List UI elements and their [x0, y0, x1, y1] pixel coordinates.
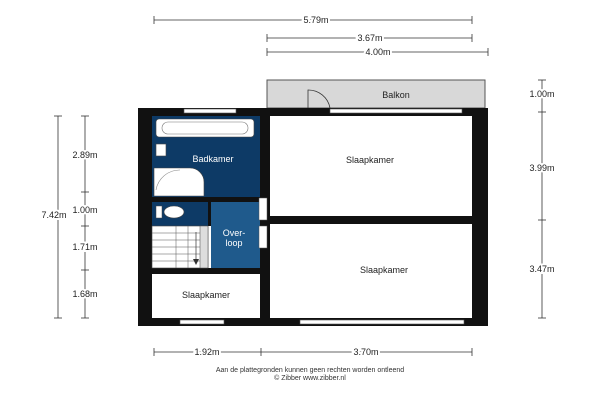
footer-copyright: © Zibber www.zibber.nl — [274, 374, 346, 382]
windows — [179, 108, 465, 325]
room-toilet — [152, 202, 211, 226]
dimension-label-right-3: 3.47m — [529, 264, 554, 274]
dimension-label-bottom-right: 3.70m — [353, 347, 378, 357]
dimension-label-left-4: 1.68m — [72, 289, 97, 299]
room-label-slaapkamer-top: Slaapkamer — [346, 155, 394, 165]
door-swing-balcony — [307, 89, 331, 109]
room-label-balkon: Balkon — [382, 90, 410, 100]
footer-disclaimer: Aan de plattegronden kunnen geen rechten… — [216, 367, 404, 374]
dimension-label-right-1: 1.00m — [529, 89, 554, 99]
dimension-label-left-3: 1.71m — [72, 242, 97, 252]
room-slaapkamer-small: Slaapkamer — [152, 274, 260, 318]
dimension-label-top-low: 4.00m — [365, 47, 390, 57]
dimension-left-segments: 2.89m 1.00m 1.71m 1.68m — [70, 115, 100, 319]
dimension-label-left-2: 1.00m — [72, 205, 97, 215]
dimension-label-left-1: 2.89m — [72, 150, 97, 160]
dimension-right-segments: 1.00m 3.99m 3.47m — [527, 79, 557, 319]
cabinet-icon — [155, 143, 167, 157]
dimension-label-bottom-left: 1.92m — [194, 347, 219, 357]
room-overloop: Over- loop — [211, 197, 268, 268]
dimension-label-top-mid: 3.67m — [357, 33, 382, 43]
room-slaapkamer-top: Slaapkamer — [270, 116, 472, 216]
room-label-slaapkamer-small: Slaapkamer — [182, 290, 230, 300]
dimension-bottom: 1.92m 3.70m — [153, 345, 473, 359]
dimension-label-top-total: 5.79m — [303, 15, 328, 25]
dimension-left-total: 7.42m — [39, 115, 69, 319]
dimension-top-low: 4.00m — [266, 45, 489, 59]
room-label-slaapkamer-mid: Slaapkamer — [360, 265, 408, 275]
bathtub-icon — [155, 118, 255, 138]
room-badkamer: Badkamer — [152, 116, 260, 197]
toilet-icon — [163, 205, 185, 219]
dimension-top-mid: 3.67m — [266, 31, 473, 45]
dimension-label-right-2: 3.99m — [529, 163, 554, 173]
dimension-label-left-total: 7.42m — [41, 210, 66, 220]
stairs — [151, 225, 209, 269]
dimension-top-total: 5.79m — [153, 13, 473, 27]
room-slaapkamer-mid: Slaapkamer — [270, 224, 472, 318]
room-label-badkamer: Badkamer — [192, 154, 233, 164]
shower-icon — [153, 167, 205, 197]
balcony: Balkon — [266, 79, 486, 109]
room-label-overloop-line2: loop — [225, 238, 242, 248]
room-label-overloop-line1: Over- — [223, 228, 246, 238]
